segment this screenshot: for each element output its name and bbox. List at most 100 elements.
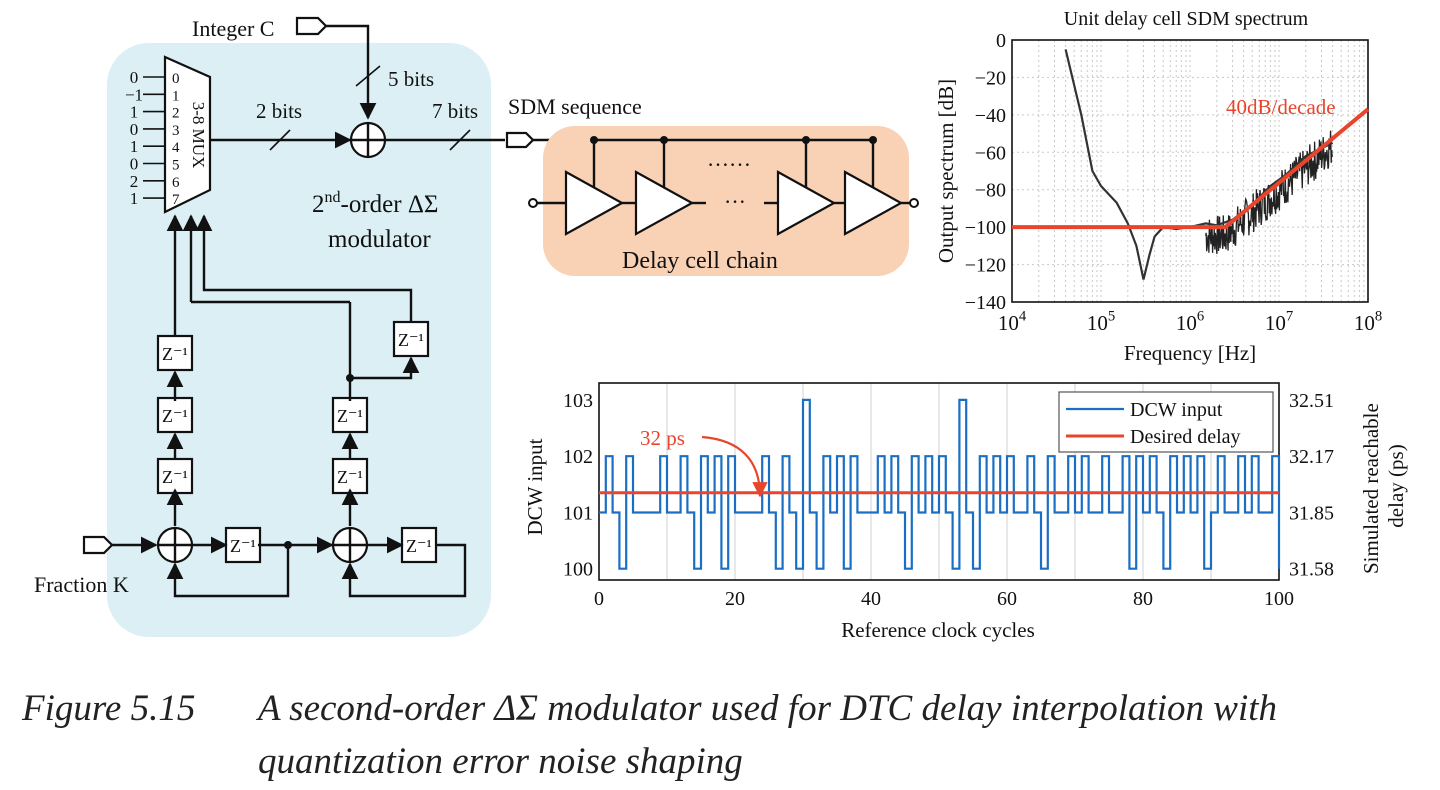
caption-label: Figure 5.15 <box>21 688 195 729</box>
dcw-y2-tick: 31.85 <box>1289 502 1334 524</box>
dcw-ylabel: DCW input <box>523 438 547 535</box>
spectrum-y-tick: −40 <box>975 105 1006 127</box>
spectrum-y-tick: −140 <box>965 292 1006 314</box>
integer-input-label: Integer C <box>192 16 274 41</box>
spectrum-y-tick: −60 <box>975 142 1006 164</box>
z-inverse-label: Z⁻¹ <box>162 406 188 426</box>
z-inverse-label: Z⁻¹ <box>230 536 256 556</box>
mux-block <box>163 55 212 214</box>
spectrum-y-tick: 0 <box>996 30 1006 52</box>
sdm-sequence-label: SDM sequence <box>508 94 642 119</box>
z-inverse-label: Z⁻¹ <box>337 467 363 487</box>
integer-input-port <box>295 16 328 36</box>
modulator-title-line1: 2nd-order ΔΣ <box>312 189 438 218</box>
mux-input-value: 1 <box>130 189 139 208</box>
spectrum-x-tick: 108 <box>1354 309 1382 335</box>
chain-label: Delay cell chain <box>622 248 778 274</box>
z-inverse-label: Z⁻¹ <box>398 330 424 350</box>
mux-input-index: 5 <box>172 158 180 174</box>
delay-blocks: Z⁻¹ Z⁻¹ Z⁻¹ Z⁻¹ Z⁻¹ Z⁻¹ Z⁻¹ Z⁻¹ <box>156 320 438 564</box>
modulator-wires <box>82 214 467 598</box>
delay-cell-buffer <box>564 136 625 236</box>
spectrum-annotation: 40dB/decade <box>1226 95 1336 119</box>
mux-input-value: 1 <box>130 137 139 156</box>
caption-line2: quantization error noise shaping <box>258 741 743 782</box>
dcw-x-tick: 20 <box>725 588 745 610</box>
dcw-y2-tick: 32.17 <box>1289 446 1334 468</box>
dcw-x-tick: 100 <box>1264 588 1294 610</box>
fraction-input-label: Fraction K <box>34 572 129 597</box>
dcw-y2-tick: 31.58 <box>1289 559 1334 581</box>
z-inverse-block: Z⁻¹ <box>400 526 438 564</box>
spectrum-grid <box>1011 40 1368 302</box>
dcw-y2-ticks: 31.58 31.85 32.17 32.51 <box>1289 390 1334 581</box>
spectrum-y-ticks: 0 −20 −40 −60 −80 −100 −120 −140 <box>965 30 1006 314</box>
spectrum-y-tick: −20 <box>975 67 1006 89</box>
dcw-annotation: 32 ps <box>640 426 685 450</box>
mux-input-value: 2 <box>130 172 139 191</box>
dcw-xlabel: Reference clock cycles <box>841 618 1035 642</box>
dcw-y-tick: 100 <box>563 559 593 581</box>
bottom-adder-2 <box>331 526 369 564</box>
spectrum-y-tick: −100 <box>965 217 1006 239</box>
z-inverse-block: Z⁻¹ <box>331 457 369 495</box>
legend-dcw-input: DCW input <box>1130 399 1223 421</box>
mux-input-index: 4 <box>172 140 180 156</box>
caption-line1: A second-order ΔΣ modulator used for DTC… <box>255 688 1277 729</box>
z-inverse-label: Z⁻¹ <box>162 467 188 487</box>
dcw-y2-tick: 32.51 <box>1289 390 1334 412</box>
chain-cells <box>528 136 919 236</box>
mux-input-index: 2 <box>172 106 180 122</box>
delay-cell-chain: SDM sequence …… ··· Delay cell chain <box>505 94 919 276</box>
z-inverse-label: Z⁻¹ <box>162 344 188 364</box>
top-adder <box>349 121 387 159</box>
spectrum-y-tick: −120 <box>965 255 1006 277</box>
dcw-legend: DCW input Desired delay <box>1058 391 1274 453</box>
mux-input-index: 6 <box>172 175 180 191</box>
spectrum-x-tick: 105 <box>1087 309 1115 335</box>
z-inverse-block: Z⁻¹ <box>156 334 194 372</box>
dcw-y2label-line1: Simulated reachable <box>1359 403 1383 574</box>
spectrum-asymptote-line <box>1012 107 1370 230</box>
spectrum-chart: Unit delay cell SDM spectrum 0−20−40−60−… <box>934 8 1382 365</box>
spectrum-xlabel: Frequency [Hz] <box>1124 341 1256 365</box>
dcw-y2label: Simulated reachable delay (ps) <box>1359 398 1408 574</box>
z-inverse-block: Z⁻¹ <box>331 396 369 434</box>
spectrum-frame <box>1011 39 1369 303</box>
mux-input-value: 0 <box>130 68 139 87</box>
spectrum-x-tick: 107 <box>1265 309 1293 335</box>
dcw-x-tick: 60 <box>997 588 1017 610</box>
spectrum-ylabel: Output spectrum [dB] <box>934 79 958 263</box>
figure-caption: Figure 5.15 A second-order ΔΣ modulator … <box>21 688 1277 782</box>
chain-dots-top: …… <box>707 146 751 171</box>
dcw-input-series <box>598 398 1281 570</box>
bits-7-label: 7 bits <box>432 99 478 123</box>
mux-input-index: 0 <box>172 71 180 87</box>
z-inverse-label: Z⁻¹ <box>406 536 432 556</box>
sdm-output-port <box>505 131 535 149</box>
mux-input-value: −1 <box>125 85 143 104</box>
dcw-x-tick: 0 <box>594 588 604 610</box>
spectrum-x-tick: 106 <box>1176 309 1204 335</box>
spectrum-noise-trace <box>1205 130 1333 254</box>
fraction-input-port <box>82 535 114 555</box>
spectrum-y-tick: −80 <box>975 180 1006 202</box>
dcw-y-tick: 103 <box>563 390 593 412</box>
mux-input-value: 0 <box>130 120 139 139</box>
z-inverse-block: Z⁻¹ <box>156 396 194 434</box>
dcw-x-ticks: 0 20 40 60 80 100 <box>594 588 1294 610</box>
z-inverse-block: Z⁻¹ <box>156 457 194 495</box>
mux-input-index: 7 <box>172 192 180 208</box>
mux-label: 3-8 MUX <box>189 102 208 169</box>
bottom-adder-1 <box>156 526 194 564</box>
dcw-y-tick: 101 <box>563 502 593 524</box>
dcw-x-tick: 40 <box>861 588 881 610</box>
mux-input-value: 0 <box>130 155 139 174</box>
dcw-x-tick: 80 <box>1133 588 1153 610</box>
